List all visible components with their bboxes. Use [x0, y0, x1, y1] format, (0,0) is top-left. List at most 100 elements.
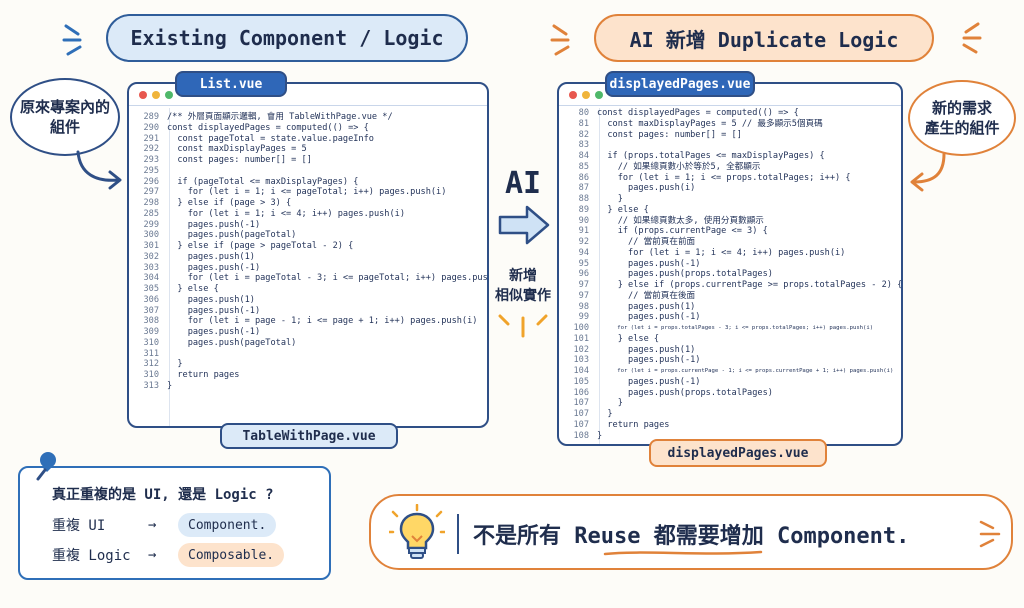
tab-displayed-pages-vue-bottom[interactable]: displayedPages.vue: [649, 439, 827, 467]
window-titlebar: [559, 84, 901, 106]
line-number: 94: [578, 247, 589, 258]
code-line: 103 pages.push(-1): [559, 355, 901, 366]
bubble-original-component: 原來專案內的 組件: [10, 78, 120, 156]
logic-row-label: 重複 Logic: [52, 548, 131, 564]
code-line: 311: [129, 349, 487, 360]
code-line: 90 // 如果總頁數太多, 使用分頁數顯示: [559, 216, 901, 227]
code-line: 96 pages.push(props.totalPages): [559, 269, 901, 280]
code-line: 92 // 當前頁在前面: [559, 237, 901, 248]
code-line: 310 pages.push(pageTotal): [129, 338, 487, 349]
code-line: 313}: [129, 381, 487, 392]
line-number: 80: [578, 108, 589, 118]
code-text: pages.push(props.totalPages): [597, 269, 773, 280]
code-text: pages.push(-1): [597, 376, 701, 387]
code-text: return pages: [597, 419, 670, 430]
line-number: 285: [143, 208, 159, 219]
code-line: 107 }: [559, 398, 901, 409]
component-chip: Component.: [178, 513, 277, 537]
line-number: 308: [143, 316, 159, 327]
code-text: } else if (page > pageTotal - 2) {: [167, 241, 354, 251]
close-dot-icon: [569, 90, 577, 99]
tip-box: 不是所有 Reuse 都需要增加 Component.: [369, 494, 1013, 570]
code-block-left: 289/** 外層頁面顯示邏輯, 會用 TableWithPage.vue */…: [129, 112, 487, 392]
line-number: 291: [143, 133, 159, 144]
code-line: 81 const maxDisplayPages = 5 // 最多顯示5個頁碼: [559, 119, 901, 130]
code-text: } else if (props.currentPage >= props.to…: [597, 280, 903, 290]
line-number: 105: [573, 376, 589, 387]
code-line: 293 const pages: number[] = []: [129, 155, 487, 166]
line-number: 299: [143, 219, 159, 230]
code-line: 97 // 當前頁在後面: [559, 291, 901, 302]
spark-left-icon: [62, 24, 82, 56]
pushpin-icon: [36, 452, 56, 481]
line-number: 289: [143, 112, 159, 122]
code-text: const pages: number[] = []: [597, 129, 742, 140]
line-number: 313: [143, 380, 159, 391]
line-number: 300: [143, 230, 159, 241]
tab-table-with-page-vue[interactable]: TableWithPage.vue: [220, 423, 398, 449]
code-line: 298 } else if (page > 3) {: [129, 198, 487, 209]
line-number: 102: [573, 344, 589, 355]
tip-divider: [457, 514, 459, 554]
tab-list-vue[interactable]: List.vue: [175, 71, 287, 97]
line-number: 295: [143, 165, 159, 176]
bubble-new-component: 新的需求 產生的組件: [908, 80, 1016, 156]
line-number: 301: [143, 241, 159, 251]
code-text: const displayedPages = computed(() => {: [167, 122, 369, 133]
line-number: 310: [143, 370, 159, 380]
code-line: 312 }: [129, 359, 487, 370]
line-number: 292: [143, 144, 159, 155]
code-line: 105 pages.push(-1): [559, 377, 901, 388]
code-text: for (let i = 1; i <= 4; i++) pages.push(…: [167, 208, 405, 219]
line-number: 85: [578, 161, 589, 172]
tab-displayed-pages-vue-top[interactable]: displayedPages.vue: [605, 71, 755, 97]
code-text: // 如果總頁數小於等於5, 全都顯示: [597, 161, 761, 172]
code-line: 285 for (let i = 1; i <= 4; i++) pages.p…: [129, 209, 487, 220]
header-existing-label: Existing Component / Logic: [130, 26, 444, 50]
line-number: 83: [578, 140, 589, 151]
line-number: 81: [578, 118, 589, 129]
code-text: pages.push(pageTotal): [167, 337, 297, 348]
code-line: 306 pages.push(1): [129, 295, 487, 306]
bubble-right-line1: 新的需求: [931, 99, 992, 117]
line-number: 95: [578, 258, 589, 269]
tip-underline-icon: [603, 550, 763, 556]
code-text: pages.push(i): [597, 183, 696, 194]
line-number: 108: [573, 430, 589, 441]
code-text: for (let i = props.totalPages - 3; i <= …: [597, 325, 874, 331]
line-number: 87: [578, 183, 589, 194]
code-text: } else if (page > 3) {: [167, 198, 292, 208]
code-line: 299 pages.push(-1): [129, 220, 487, 231]
code-line: 102 pages.push(1): [559, 345, 901, 356]
code-text: } else {: [597, 333, 660, 344]
code-line: 296 if (pageTotal <= maxDisplayPages) {: [129, 177, 487, 188]
code-text: pages.push(1): [597, 301, 696, 312]
ai-label: AI: [504, 166, 542, 201]
header-ai-label: AI 新增 Duplicate Logic: [629, 27, 899, 52]
code-text: for (let i = 1; i <= 4; i++) pages.push(…: [597, 247, 846, 258]
line-number: 104: [573, 366, 589, 376]
code-line: 309 pages.push(-1): [129, 327, 487, 338]
code-text: pages.push(-1): [167, 219, 261, 230]
code-line: 107 return pages: [559, 420, 901, 431]
code-text: for (let i = 1; i <= props.totalPages; i…: [597, 172, 851, 183]
code-line: 310 return pages: [129, 370, 487, 381]
code-text: pages.push(-1): [597, 258, 701, 269]
code-text: pages.push(-1): [167, 305, 261, 316]
code-line: 98 pages.push(1): [559, 302, 901, 313]
code-line: 289/** 外層頁面顯示邏輯, 會用 TableWithPage.vue */: [129, 112, 487, 123]
code-text: if (props.totalPages <= maxDisplayPages)…: [597, 151, 825, 161]
line-number: 302: [143, 251, 159, 262]
tab-list-vue-label: List.vue: [199, 76, 263, 92]
code-line: 303 pages.push(-1): [129, 263, 487, 274]
header-ai-duplicate: AI 新增 Duplicate Logic: [594, 14, 934, 62]
tab-table-with-page-label: TableWithPage.vue: [242, 428, 376, 444]
code-line: 308 for (let i = page - 1; i <= page + 1…: [129, 316, 487, 327]
line-number: 91: [578, 226, 589, 237]
question-text: 真正重複的是 UI, 還是 Logic ?: [52, 487, 274, 503]
code-text: pages.push(-1): [167, 262, 261, 273]
minimize-dot-icon: [582, 90, 590, 99]
line-number: 103: [573, 355, 589, 366]
